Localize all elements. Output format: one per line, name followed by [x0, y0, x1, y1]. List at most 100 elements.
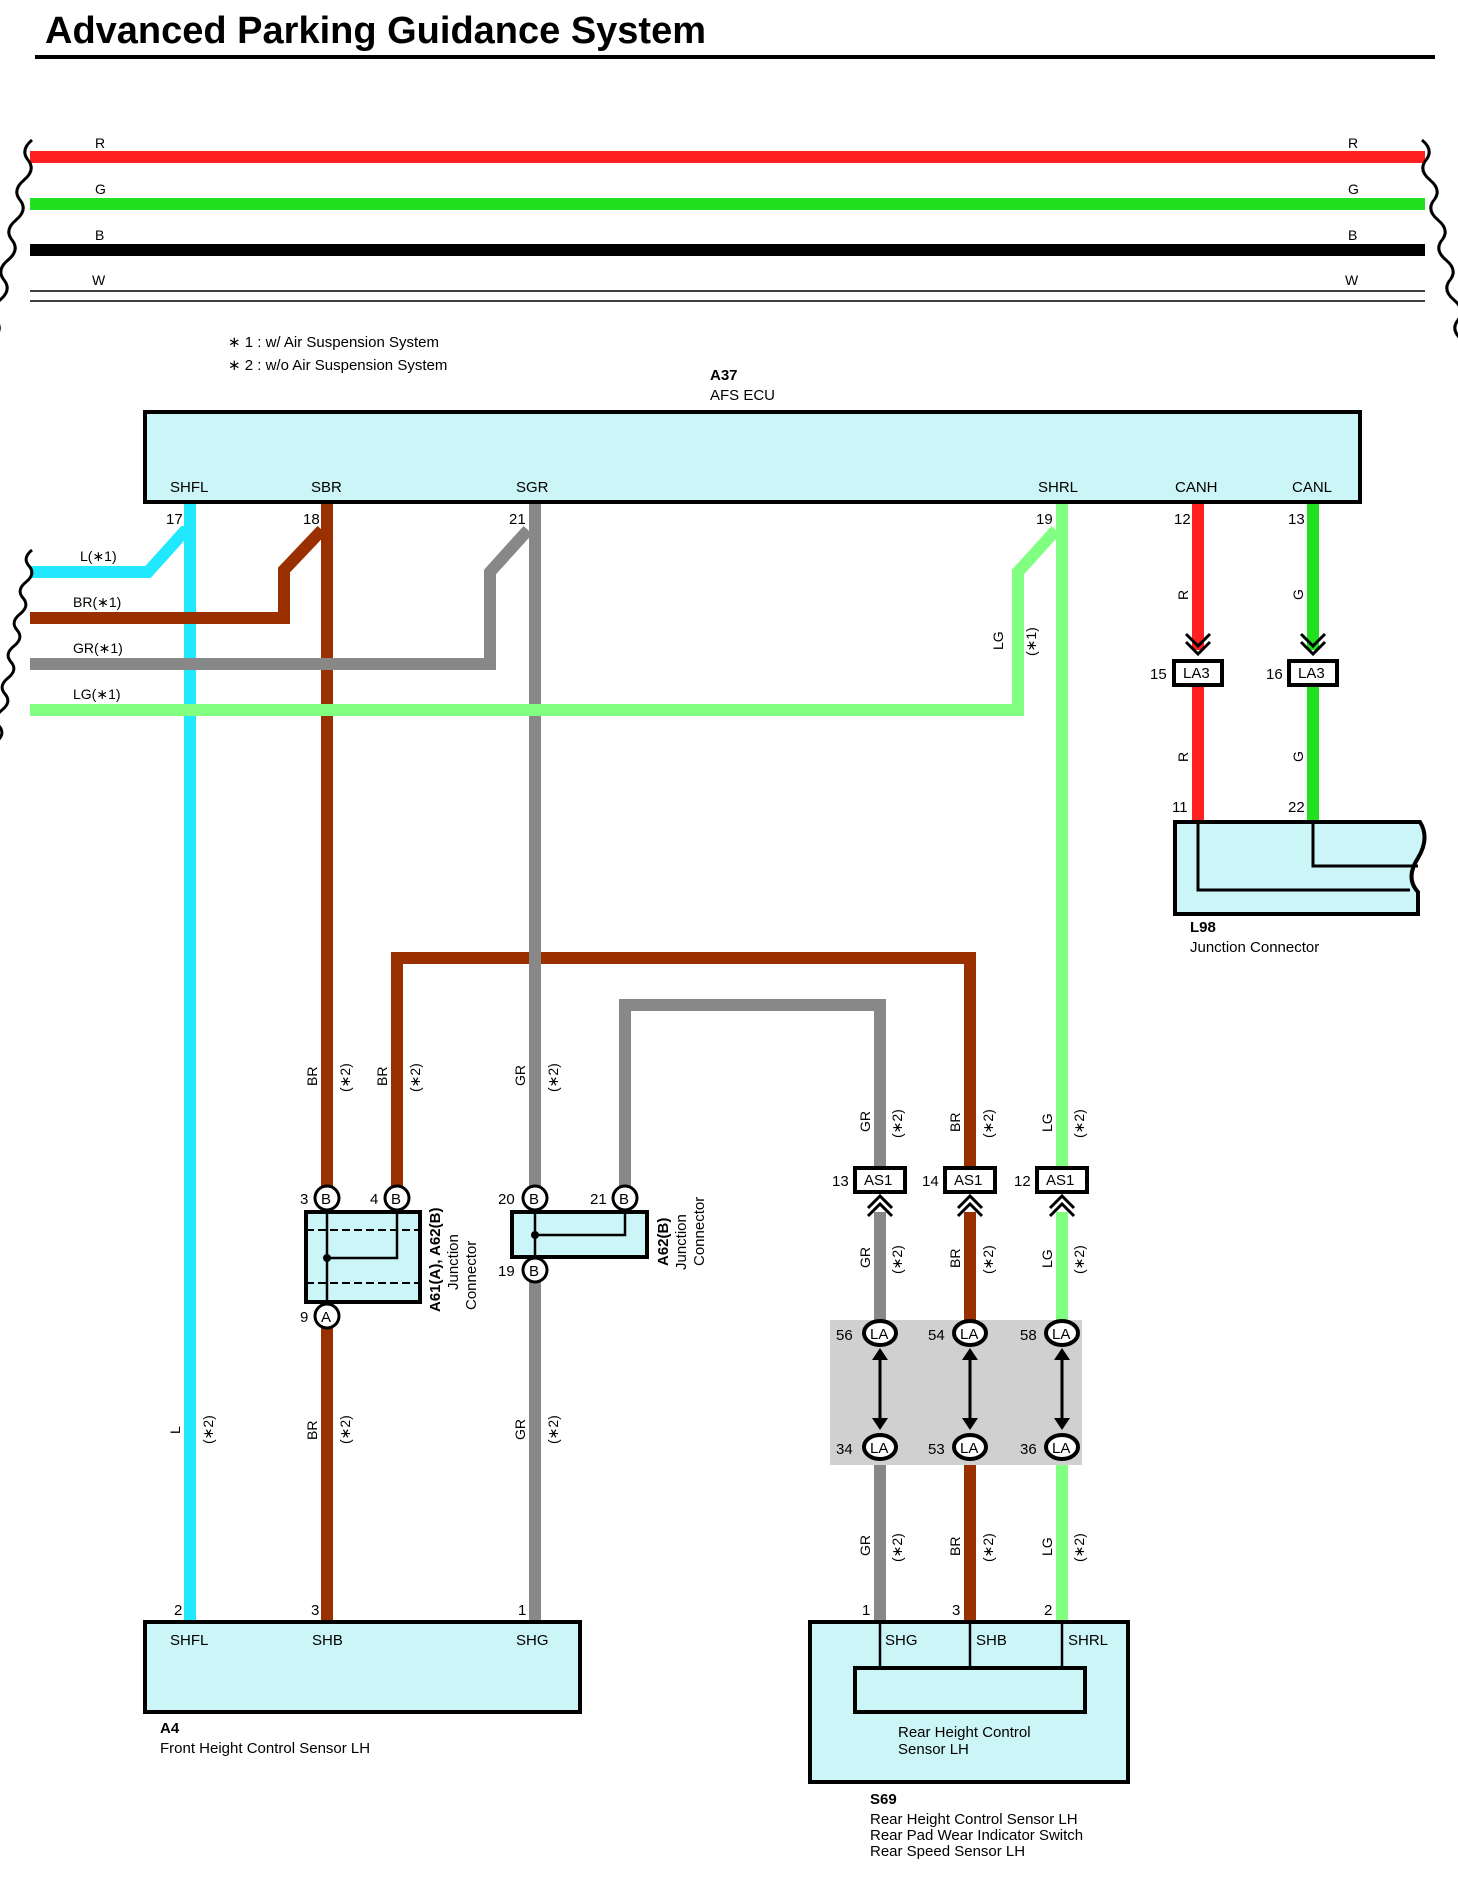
bus-break-left — [0, 138, 33, 332]
junction1-pin-9: 9 — [300, 1309, 308, 1326]
l98-pin-11: 11 — [1172, 799, 1188, 816]
lbl-star2-mid-gr: (∗2) — [889, 1245, 905, 1274]
lbl-star2-br-low: (∗2) — [337, 1415, 353, 1444]
lbl-star2-2: (∗2) — [407, 1063, 423, 1092]
lbl-star2-as1-gr: (∗2) — [889, 1109, 905, 1138]
ecu-pin-19: 19 — [1036, 511, 1053, 528]
lbl-gr-s69: GR — [857, 1535, 873, 1556]
la3-connectors: LA3 LA3 15 16 — [1150, 632, 1339, 687]
lbl-star2-as1-br: (∗2) — [980, 1109, 996, 1138]
la-label-t1: LA — [870, 1326, 888, 1343]
a4-terminal-shb: SHB — [312, 1632, 343, 1649]
wire-label-canh-r-bottom: R — [1175, 752, 1191, 762]
ecu-pin-12: 12 — [1174, 511, 1191, 528]
lbl-star2-mid-lg: (∗2) — [1071, 1245, 1087, 1274]
note-2: ∗ 2 : w/o Air Suspension System — [228, 357, 447, 374]
s69-pin-3: 3 — [952, 1602, 960, 1619]
junction1-pin-4-circle — [383, 1184, 411, 1212]
la3-pin-16: 16 — [1266, 666, 1283, 683]
as1-box-3 — [1035, 1166, 1089, 1194]
lbl-star2-s69-lg: (∗2) — [1071, 1533, 1087, 1562]
wire-label-br1: BR(∗1) — [73, 594, 121, 610]
lbl-star2-l-low: (∗2) — [200, 1415, 216, 1444]
junction2-pin-21-circle — [611, 1184, 639, 1212]
ecu-pin-21: 21 — [509, 511, 526, 528]
wire-label-lg-star1: (∗1) — [1023, 627, 1039, 656]
junction2-pin-19-circle — [521, 1256, 549, 1284]
wires — [30, 504, 1319, 1622]
junction2-pin-20-circle — [521, 1184, 549, 1212]
lbl-br-low: BR — [304, 1421, 320, 1440]
as1-label-1: AS1 — [864, 1172, 892, 1189]
wire-br-branch — [30, 525, 327, 624]
junction2-pin-21: 21 — [590, 1191, 607, 1208]
l98-inner-r — [1196, 822, 1410, 892]
wire-label-lg-vert: LG — [990, 631, 1006, 650]
ecu-pin-13: 13 — [1288, 511, 1305, 528]
s69-pin-2: 2 — [1044, 1602, 1052, 1619]
l98-inner-g — [1311, 822, 1418, 868]
wire-label-canl-g-top: G — [1290, 589, 1306, 600]
as1-connectors: AS1 AS1 AS1 13 14 12 — [832, 1166, 1089, 1218]
lbl-l-low: L — [167, 1426, 183, 1434]
a4-pin-1: 1 — [518, 1602, 526, 1619]
junction1-pin-3-circle — [313, 1184, 341, 1212]
lbl-lg-s69: LG — [1039, 1537, 1055, 1556]
as1-chevron-icon-3 — [1048, 1193, 1076, 1218]
bus-wires: R G B W R G B W — [0, 135, 1458, 339]
la3-label-r: LA3 — [1183, 665, 1210, 682]
as1-chevron-icon-1 — [866, 1193, 894, 1218]
ecu-terminal-shfl: SHFL — [170, 479, 208, 496]
s69-terminal-shb: SHB — [976, 1632, 1007, 1649]
la-pin-56: 56 — [836, 1327, 853, 1344]
la-pin-58: 58 — [1020, 1327, 1037, 1344]
l98-box — [1173, 820, 1427, 916]
junction1-conn-b-1: B — [321, 1191, 331, 1208]
junction2-name2: Connector — [691, 1197, 708, 1266]
lbl-br-s69: BR — [947, 1537, 963, 1556]
a4-box — [143, 1620, 582, 1714]
wire-br-loop — [391, 952, 976, 1198]
la-label-b2: LA — [960, 1440, 978, 1457]
la-pin-53: 53 — [928, 1441, 945, 1458]
lbl-star2-as1-lg: (∗2) — [1071, 1109, 1087, 1138]
as1-pin-13: 13 — [832, 1173, 849, 1190]
la3-chevron-icon-g — [1299, 632, 1327, 657]
lbl-gr-mid: GR — [857, 1247, 873, 1268]
ecu-pin-17: 17 — [166, 511, 183, 528]
as1-box-1 — [853, 1166, 907, 1194]
lbl-star2-s69-gr: (∗2) — [889, 1533, 905, 1562]
junction1-code: A61(A), A62(B) — [427, 1208, 444, 1312]
ecu-name: AFS ECU — [710, 387, 775, 404]
la-block: LA LA LA LA LA LA 56 54 58 34 53 36 — [830, 1319, 1082, 1465]
bus-label-g-right: G — [1348, 181, 1359, 197]
bus-label-w-left: W — [92, 272, 106, 288]
a4-name: Front Height Control Sensor LH — [160, 1740, 370, 1757]
wire-label-l1: L(∗1) — [80, 548, 117, 564]
lbl-star2-1: (∗2) — [337, 1063, 353, 1092]
s69-terminal-shg: SHG — [885, 1632, 918, 1649]
a4-terminal-shfl: SHFL — [170, 1632, 208, 1649]
a4-sensor: SHFL SHB SHG 2 3 1 A4 Front Height Contr… — [143, 1602, 582, 1757]
ecu-terminal-canh: CANH — [1175, 479, 1218, 496]
la3-chevron-icon-r — [1184, 632, 1212, 657]
la-label-t2: LA — [960, 1326, 978, 1343]
as1-pin-14: 14 — [922, 1173, 939, 1190]
la-label-b3: LA — [1052, 1440, 1070, 1457]
as1-box-2 — [943, 1166, 997, 1194]
s69-pin-1: 1 — [862, 1602, 870, 1619]
ecu-terminals: SHFL SBR SGR SHRL CANH CANL 17 18 21 19 … — [166, 479, 1332, 528]
a4-pin-3: 3 — [311, 1602, 319, 1619]
junction1-conn-a: A — [321, 1309, 331, 1326]
lbl-star2-gr-low: (∗2) — [545, 1415, 561, 1444]
la3-box-r — [1172, 659, 1224, 687]
la-label-b1: LA — [870, 1440, 888, 1457]
ecu-code: A37 — [710, 367, 738, 384]
wire-label-gr1: GR(∗1) — [73, 640, 123, 656]
s69-inner-label-2: Sensor LH — [898, 1741, 969, 1758]
ecu-pin-18: 18 — [303, 511, 320, 528]
s69-inner-label-1: Rear Height Control — [898, 1724, 1031, 1741]
lbl-star2-mid-br: (∗2) — [980, 1245, 996, 1274]
lbl-lg-mid: LG — [1039, 1249, 1055, 1268]
